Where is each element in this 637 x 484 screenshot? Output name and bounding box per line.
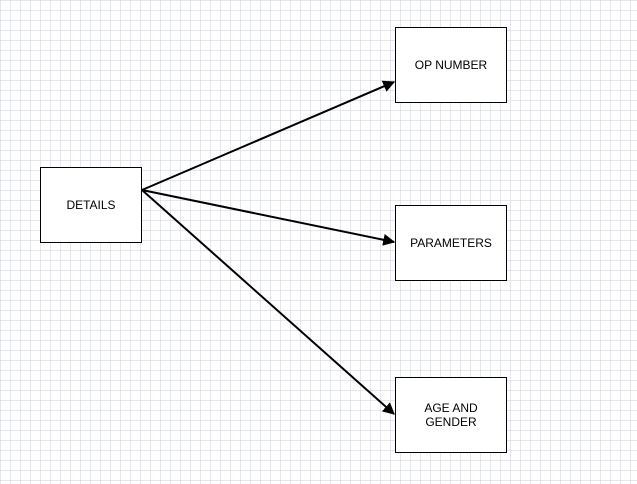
node-parameters-label: PARAMETERS	[410, 236, 492, 250]
edge-details-to-parameters	[141, 189, 396, 246]
node-parameters[interactable]: PARAMETERS	[395, 205, 507, 281]
node-details-label: DETAILS	[66, 198, 116, 212]
node-details[interactable]: DETAILS	[40, 167, 142, 243]
node-age-and-gender[interactable]: AGE AND GENDER	[395, 377, 507, 453]
edge-details-to-op-number	[141, 80, 396, 191]
node-age-and-gender-label: AGE AND GENDER	[424, 401, 478, 429]
node-op-number-label: OP NUMBER	[414, 58, 488, 72]
node-op-number[interactable]: OP NUMBER	[395, 27, 507, 103]
edge-details-to-age-gender	[141, 189, 395, 415]
